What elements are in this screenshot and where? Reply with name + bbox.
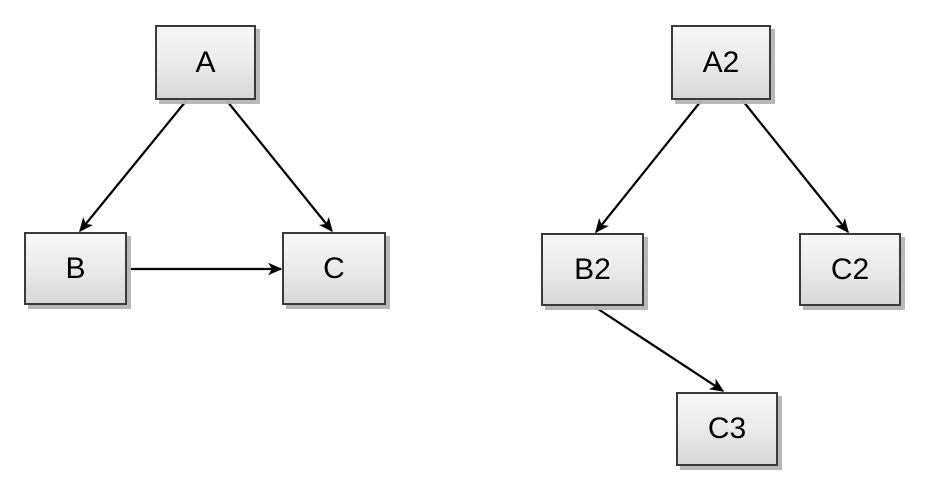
edge-a-to-c — [226, 100, 333, 233]
node-label: C2 — [830, 252, 870, 286]
node-label: B2 — [574, 252, 611, 286]
edge-b2-to-c3 — [594, 306, 725, 392]
node-c2[interactable]: C2 — [799, 233, 901, 306]
node-b2[interactable]: B2 — [541, 233, 644, 306]
edge-a-to-b — [79, 100, 187, 233]
node-label: B — [65, 251, 86, 285]
node-b[interactable]: B — [24, 232, 127, 305]
node-label: C — [323, 251, 345, 285]
node-label: A — [195, 45, 216, 79]
node-label: C3 — [707, 412, 747, 445]
edge-a2-to-b2 — [595, 100, 702, 234]
node-c[interactable]: C — [282, 232, 386, 305]
node-label: A2 — [702, 45, 740, 79]
node-a2[interactable]: A2 — [671, 25, 771, 100]
edge-a2-to-c2 — [742, 100, 849, 234]
node-a[interactable]: A — [155, 25, 256, 100]
node-c3[interactable]: C3 — [676, 392, 778, 466]
